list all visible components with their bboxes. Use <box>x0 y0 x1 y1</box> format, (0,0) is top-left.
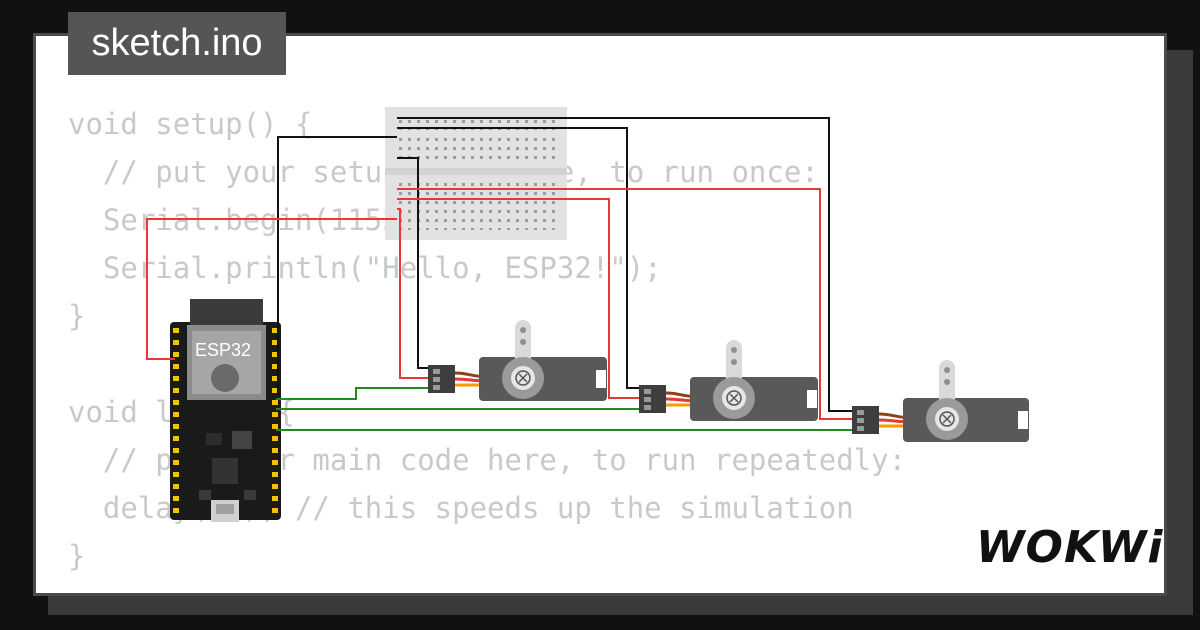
servo-motor-icon <box>639 340 818 421</box>
code-line: void setup() { <box>68 107 313 141</box>
green-wires <box>276 387 854 431</box>
breadboard-icon <box>385 107 567 240</box>
servo-motor-icon <box>852 360 1029 442</box>
code-line: } <box>68 299 86 333</box>
servo-motor-icon <box>428 320 607 401</box>
esp32-board-icon: ESP32 <box>170 299 281 522</box>
file-tab[interactable]: sketch.ino <box>68 12 286 75</box>
code-line: Serial.println("Hello, ESP32!"); <box>68 251 662 285</box>
code-line: } <box>68 539 86 573</box>
wokwi-logo-icon: WOKWi <box>976 522 1164 573</box>
red-wires <box>146 188 854 420</box>
black-wires <box>277 117 854 412</box>
board-label: ESP32 <box>195 340 251 360</box>
